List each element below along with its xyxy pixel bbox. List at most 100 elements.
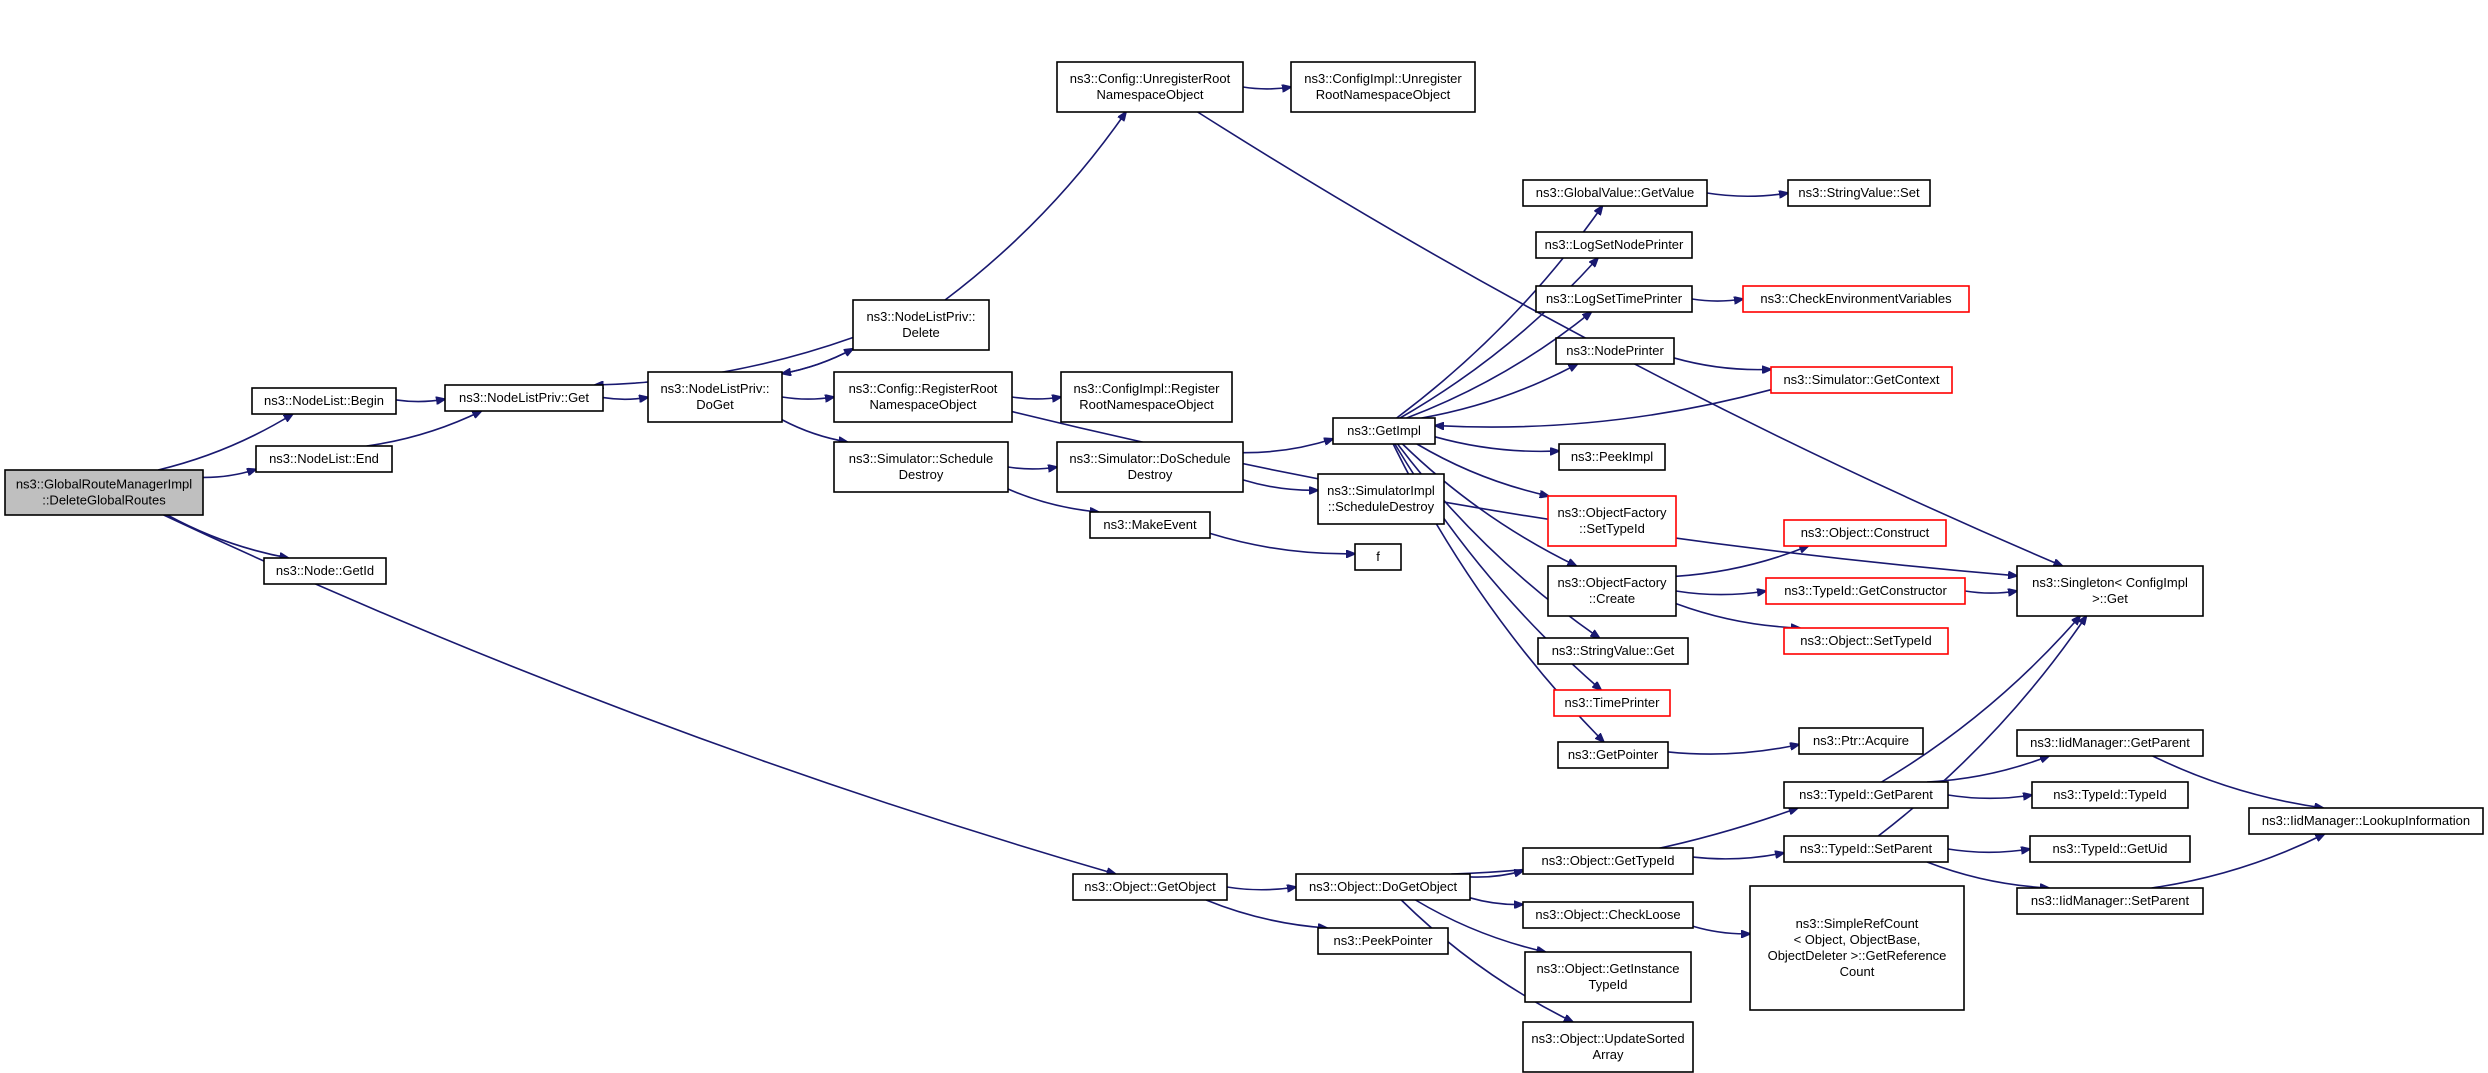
- node-box[interactable]: [1317, 927, 1449, 955]
- node-box[interactable]: [255, 445, 393, 473]
- node-iid_getparent[interactable]: ns3::IidManager::GetParent: [2016, 729, 2204, 757]
- node-getpointer[interactable]: ns3::GetPointer: [1557, 741, 1669, 769]
- node-sim_getcontext[interactable]: ns3::Simulator::GetContext: [1770, 366, 1953, 394]
- node-box[interactable]: [263, 557, 387, 585]
- node-box[interactable]: [4, 469, 204, 516]
- node-singleton_get[interactable]: ns3::Singleton< ConfigImpl>::Get: [2016, 565, 2204, 617]
- node-box[interactable]: [1749, 885, 1965, 1011]
- node-peekimpl[interactable]: ns3::PeekImpl: [1558, 443, 1666, 471]
- node-box[interactable]: [444, 384, 604, 412]
- node-box[interactable]: [1798, 727, 1924, 755]
- node-getimpl[interactable]: ns3::GetImpl: [1332, 417, 1436, 445]
- node-box[interactable]: [1555, 337, 1675, 365]
- node-box[interactable]: [1558, 443, 1666, 471]
- node-box[interactable]: [1783, 627, 1949, 655]
- node-box[interactable]: [1537, 637, 1689, 665]
- node-box[interactable]: [1557, 741, 1669, 769]
- node-sv_get[interactable]: ns3::StringValue::Get: [1537, 637, 1689, 665]
- node-box[interactable]: [1060, 371, 1233, 423]
- node-logsetnode[interactable]: ns3::LogSetNodePrinter: [1535, 231, 1693, 259]
- node-box[interactable]: [1354, 543, 1402, 571]
- node-obj_checkloose[interactable]: ns3::Object::CheckLoose: [1522, 901, 1694, 929]
- node-box[interactable]: [1056, 441, 1244, 493]
- node-box[interactable]: [1072, 873, 1228, 901]
- node-gv_getvalue[interactable]: ns3::GlobalValue::GetValue: [1522, 179, 1708, 207]
- node-box[interactable]: [2029, 835, 2191, 863]
- node-box[interactable]: [1553, 689, 1671, 717]
- node-box[interactable]: [1547, 495, 1677, 547]
- node-box[interactable]: [1535, 285, 1693, 313]
- node-simimpl_sched[interactable]: ns3::SimulatorImpl::ScheduleDestroy: [1317, 473, 1445, 525]
- node-cfgimpl_reg[interactable]: ns3::ConfigImpl::RegisterRootNamespaceOb…: [1060, 371, 1233, 423]
- node-cfg_unreg[interactable]: ns3::Config::UnregisterRootNamespaceObje…: [1056, 61, 1244, 113]
- node-tid_typeid[interactable]: ns3::TypeId::TypeId: [2031, 781, 2189, 809]
- node-peekpointer[interactable]: ns3::PeekPointer: [1317, 927, 1449, 955]
- node-nlp_delete[interactable]: ns3::NodeListPriv::Delete: [852, 299, 990, 351]
- node-nlp_get[interactable]: ns3::NodeListPriv::Get: [444, 384, 604, 412]
- node-box[interactable]: [2248, 807, 2484, 835]
- node-simplerefcount[interactable]: ns3::SimpleRefCount< Object, ObjectBase,…: [1749, 885, 1965, 1011]
- node-box[interactable]: [251, 387, 397, 415]
- node-box[interactable]: [2031, 781, 2189, 809]
- node-box[interactable]: [1522, 847, 1694, 875]
- node-obj_construct[interactable]: ns3::Object::Construct: [1783, 519, 1947, 547]
- node-timeprinter[interactable]: ns3::TimePrinter: [1553, 689, 1671, 717]
- node-node_getid[interactable]: ns3::Node::GetId: [263, 557, 387, 585]
- node-tid_setparent[interactable]: ns3::TypeId::SetParent: [1783, 835, 1949, 863]
- node-box[interactable]: [1522, 901, 1694, 929]
- node-sv_set[interactable]: ns3::StringValue::Set: [1787, 179, 1931, 207]
- node-box[interactable]: [1056, 61, 1244, 113]
- node-box[interactable]: [1290, 61, 1476, 113]
- node-checkenv[interactable]: ns3::CheckEnvironmentVariables: [1742, 285, 1970, 313]
- node-of_settypeid[interactable]: ns3::ObjectFactory::SetTypeId: [1547, 495, 1677, 547]
- node-box[interactable]: [1524, 951, 1692, 1003]
- node-ptr_acquire[interactable]: ns3::Ptr::Acquire: [1798, 727, 1924, 755]
- node-box[interactable]: [1332, 417, 1436, 445]
- node-of_create[interactable]: ns3::ObjectFactory::Create: [1547, 565, 1677, 617]
- node-iid_lookup[interactable]: ns3::IidManager::LookupInformation: [2248, 807, 2484, 835]
- node-sim_sched[interactable]: ns3::Simulator::ScheduleDestroy: [833, 441, 1009, 493]
- node-cfgimpl_unreg[interactable]: ns3::ConfigImpl::UnregisterRootNamespace…: [1290, 61, 1476, 113]
- node-nodeprinter[interactable]: ns3::NodePrinter: [1555, 337, 1675, 365]
- node-nlp_doget[interactable]: ns3::NodeListPriv::DoGet: [647, 371, 783, 423]
- node-box[interactable]: [1535, 231, 1693, 259]
- node-obj_settypeid[interactable]: ns3::Object::SetTypeId: [1783, 627, 1949, 655]
- node-root[interactable]: ns3::GlobalRouteManagerImpl::DeleteGloba…: [4, 469, 204, 516]
- node-box[interactable]: [1787, 179, 1931, 207]
- node-obj_gettypeid[interactable]: ns3::Object::GetTypeId: [1522, 847, 1694, 875]
- node-obj_dogetobject[interactable]: ns3::Object::DoGetObject: [1295, 873, 1471, 901]
- node-box[interactable]: [1547, 565, 1677, 617]
- node-box[interactable]: [1295, 873, 1471, 901]
- node-nl_begin[interactable]: ns3::NodeList::Begin: [251, 387, 397, 415]
- node-box[interactable]: [1317, 473, 1445, 525]
- node-box[interactable]: [1765, 577, 1966, 605]
- node-box[interactable]: [1742, 285, 1970, 313]
- node-box[interactable]: [1783, 519, 1947, 547]
- node-tid_getparent[interactable]: ns3::TypeId::GetParent: [1783, 781, 1949, 809]
- node-makeevent[interactable]: ns3::MakeEvent: [1089, 511, 1211, 539]
- node-nl_end[interactable]: ns3::NodeList::End: [255, 445, 393, 473]
- node-box[interactable]: [833, 371, 1013, 423]
- node-tid_getctor[interactable]: ns3::TypeId::GetConstructor: [1765, 577, 1966, 605]
- node-box[interactable]: [2016, 887, 2204, 915]
- node-tid_getuid[interactable]: ns3::TypeId::GetUid: [2029, 835, 2191, 863]
- node-f[interactable]: f: [1354, 543, 1402, 571]
- node-obj_getobject[interactable]: ns3::Object::GetObject: [1072, 873, 1228, 901]
- node-box[interactable]: [1783, 781, 1949, 809]
- node-box[interactable]: [1783, 835, 1949, 863]
- node-box[interactable]: [2016, 565, 2204, 617]
- node-box[interactable]: [1522, 179, 1708, 207]
- node-box[interactable]: [1770, 366, 1953, 394]
- node-box[interactable]: [1089, 511, 1211, 539]
- node-iid_setparent[interactable]: ns3::IidManager::SetParent: [2016, 887, 2204, 915]
- node-box[interactable]: [1522, 1021, 1694, 1073]
- node-box[interactable]: [833, 441, 1009, 493]
- node-logsettime[interactable]: ns3::LogSetTimePrinter: [1535, 285, 1693, 313]
- node-box[interactable]: [647, 371, 783, 423]
- node-box[interactable]: [852, 299, 990, 351]
- node-box[interactable]: [2016, 729, 2204, 757]
